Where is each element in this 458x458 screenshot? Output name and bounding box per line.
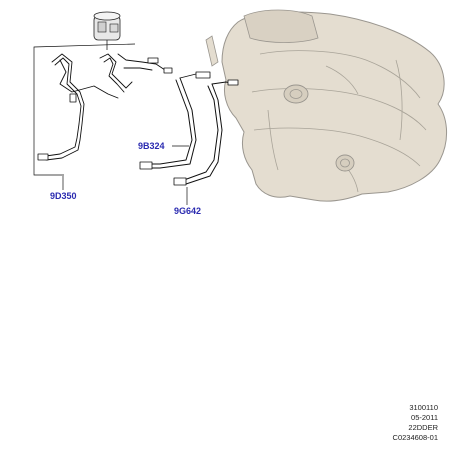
footer-line-1: 3100110 xyxy=(409,403,438,412)
fuel-tank-cap xyxy=(243,9,319,43)
callout-label-2: 9B324 xyxy=(138,141,165,151)
pipe-9G642 xyxy=(173,79,239,186)
tank-bracket xyxy=(205,35,219,67)
filler-neck-ring xyxy=(335,154,355,172)
pipe-9B324 xyxy=(139,71,211,170)
fuel-tank-body xyxy=(221,11,447,202)
footer-line-2: 05-2011 xyxy=(411,413,438,422)
pipe-assembly-9D350 xyxy=(37,53,173,161)
pump-flange xyxy=(283,84,309,104)
canister-component xyxy=(93,11,121,50)
footer-line-3: 22DDER xyxy=(408,423,438,432)
callout-frame-9D350 xyxy=(33,43,136,176)
callout-label-1: 9D350 xyxy=(50,191,77,201)
callout-label-3: 9G642 xyxy=(174,206,202,216)
fuel-tank-contours xyxy=(251,50,427,193)
fuel-tank xyxy=(205,9,447,202)
footer-line-4: C0234608-01 xyxy=(392,433,438,442)
